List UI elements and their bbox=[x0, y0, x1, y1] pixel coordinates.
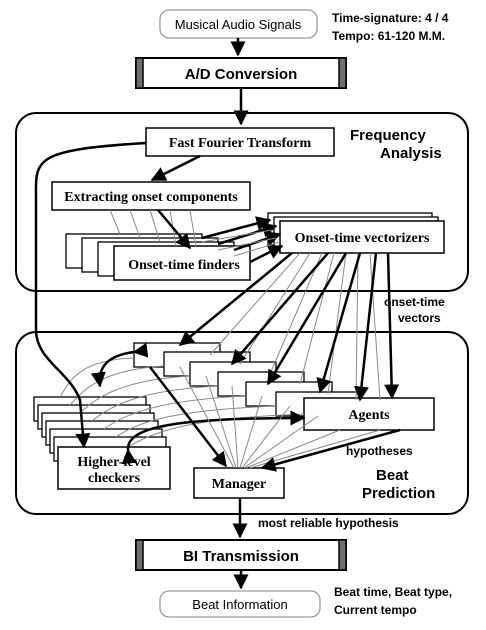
vectorizers-stack bbox=[267, 212, 445, 254]
frequency-analysis-title-line2: Analysis bbox=[380, 145, 442, 162]
finders-label: Onset-time finders bbox=[128, 258, 240, 273]
onset-time-vectors-line2: vectors bbox=[398, 311, 441, 325]
arrow-fft-to-checkers bbox=[34, 141, 147, 449]
finders-stack bbox=[65, 233, 251, 281]
checkers-label-line2: checkers bbox=[88, 471, 141, 486]
time-signature-label: Time-signature: 4 / 4 bbox=[332, 11, 449, 25]
onset-time-vectors-line1: onset-time bbox=[384, 295, 445, 309]
output-label: Beat Information bbox=[192, 597, 287, 612]
input-signal-node: Musical Audio Signals bbox=[159, 9, 318, 39]
bi-transmission-block: BI Transmission bbox=[135, 539, 347, 571]
vectorizers-to-agents-thin bbox=[209, 252, 381, 401]
manager-node: Manager bbox=[193, 467, 285, 499]
fft-label: Fast Fourier Transform bbox=[169, 136, 312, 151]
output-node: Beat Information bbox=[159, 590, 321, 618]
input-signal-label: Musical Audio Signals bbox=[175, 17, 302, 32]
manager-label: Manager bbox=[212, 477, 266, 492]
arrow-agent-to-manager bbox=[149, 366, 227, 468]
vectorizers-label: Onset-time vectorizers bbox=[295, 231, 430, 246]
tempo-label: Tempo: 61-120 M.M. bbox=[332, 29, 445, 43]
agents-label: Agents bbox=[348, 408, 390, 423]
arrow-extract-to-finders bbox=[157, 209, 191, 250]
extract-onset-node: Extracting onset components bbox=[51, 181, 251, 211]
ad-conversion-label: A/D Conversion bbox=[185, 66, 298, 83]
vectorizers-to-agents-arrows bbox=[178, 252, 400, 402]
most-reliable-label: most reliable hypothesis bbox=[258, 516, 399, 530]
agents-to-manager-thin bbox=[179, 366, 381, 469]
frequency-analysis-title-line1: Frequency bbox=[350, 127, 427, 144]
arrow-agents-checkers-mid bbox=[121, 410, 306, 465]
checkers-label-line1: Higher-level bbox=[77, 455, 150, 470]
ad-conversion-block: A/D Conversion bbox=[135, 57, 347, 89]
hypotheses-label: hypotheses bbox=[346, 444, 413, 458]
finders-to-vectorizers-thin bbox=[201, 229, 281, 257]
beat-prediction-title-line1: Beat bbox=[376, 467, 409, 484]
output-detail-line2: Current tempo bbox=[334, 603, 417, 617]
output-detail-line1: Beat time, Beat type, bbox=[334, 585, 452, 599]
beat-prediction-panel bbox=[15, 331, 469, 515]
fft-node: Fast Fourier Transform bbox=[145, 127, 335, 157]
arrow-fft-to-extract bbox=[150, 154, 201, 182]
beat-prediction-title-line2: Prediction bbox=[362, 485, 435, 502]
arrow-agents-to-manager bbox=[260, 428, 401, 472]
bi-transmission-label: BI Transmission bbox=[183, 548, 299, 565]
arrow-agents-checkers-top bbox=[90, 342, 149, 388]
extract-to-finders-lines bbox=[109, 209, 197, 247]
extract-onset-label: Extracting onset components bbox=[64, 190, 238, 205]
frequency-analysis-panel bbox=[15, 112, 469, 292]
